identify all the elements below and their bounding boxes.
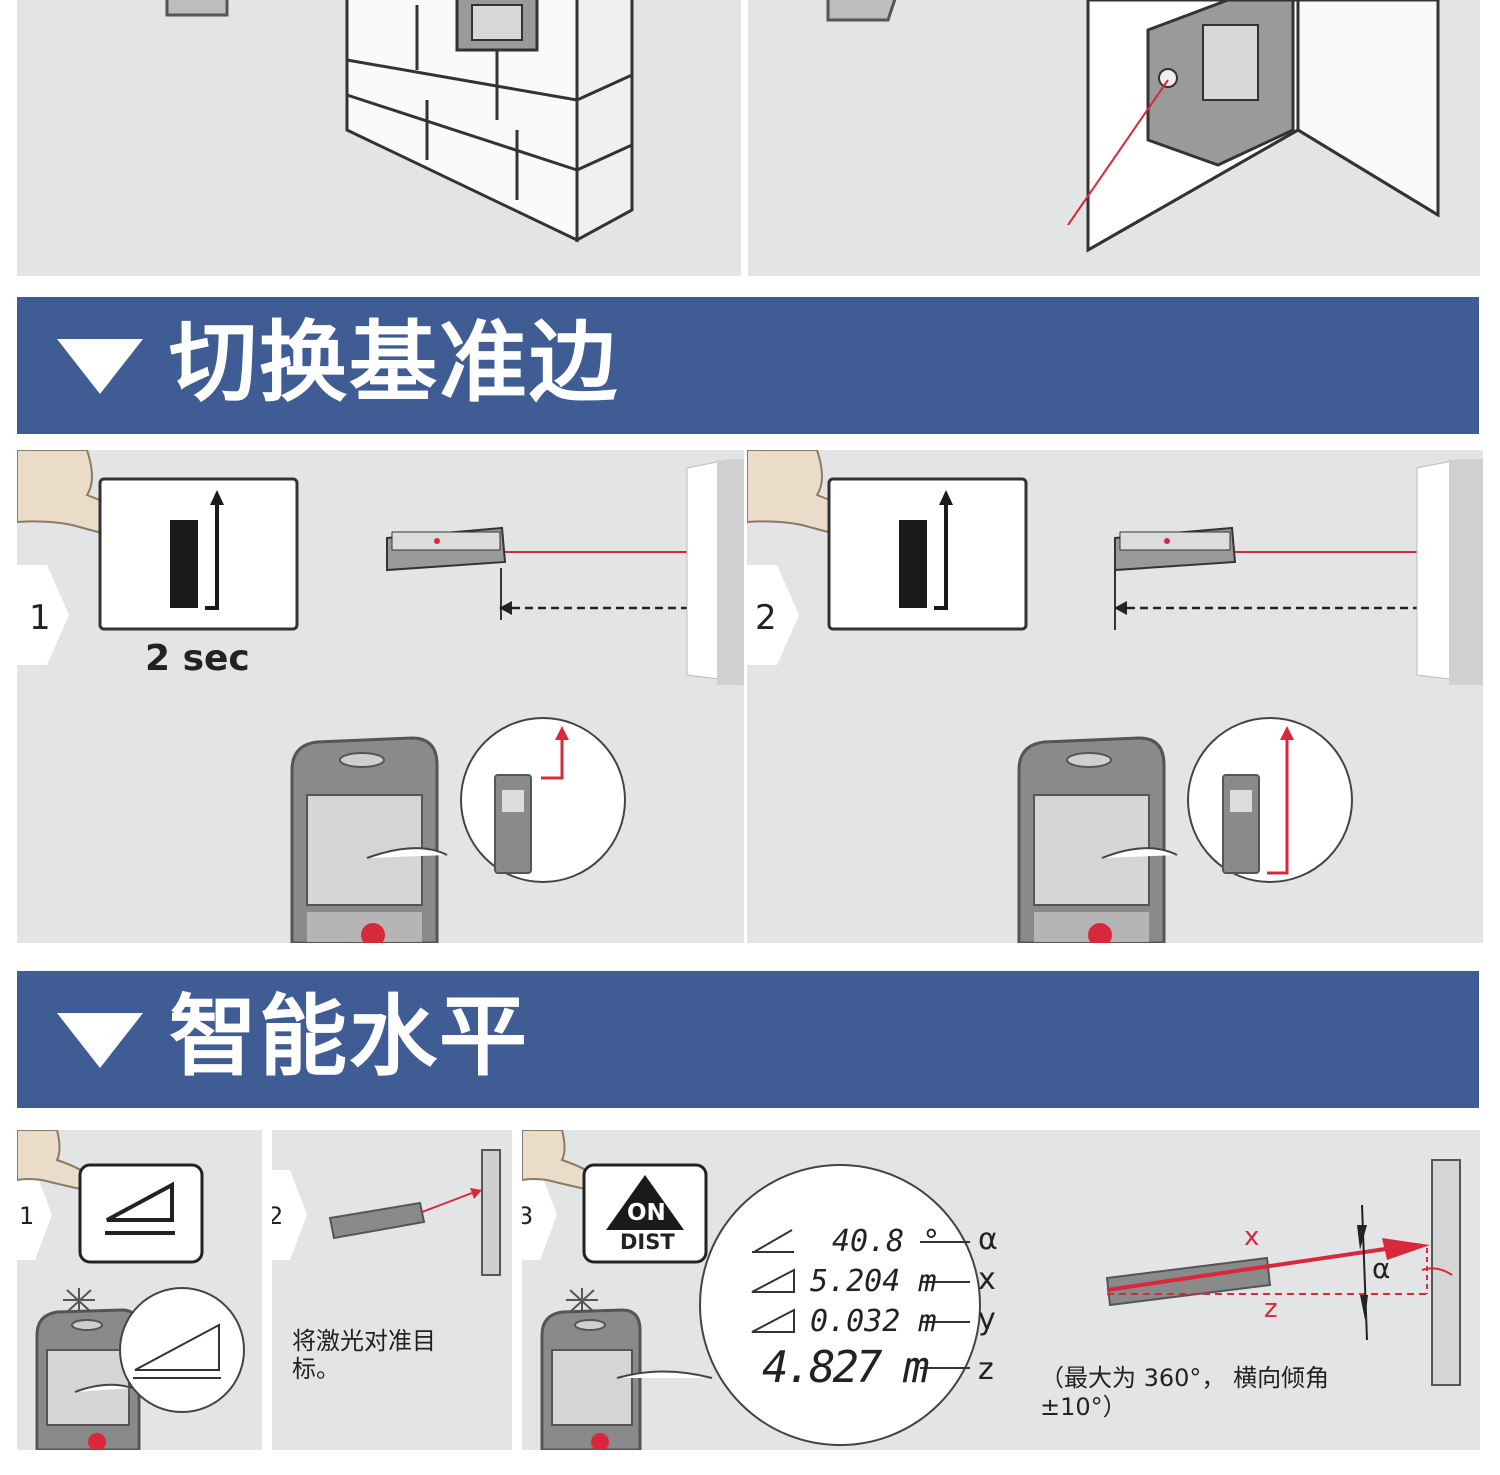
triangle-angle-icon — [105, 1181, 175, 1235]
device-front-icon — [1017, 736, 1166, 943]
brick-wall-illustration — [165, 0, 634, 243]
switch-step-2-panel: 2 — [747, 450, 1483, 943]
zoom-callout — [119, 1287, 245, 1413]
device-side-icon — [386, 526, 507, 572]
step-number: 2 — [272, 1202, 284, 1230]
top-panel-right — [748, 0, 1480, 276]
step-tab — [272, 1170, 307, 1260]
horizontal-angle-diagram — [1105, 1159, 1461, 1386]
reading-y-value: 0.032 m — [810, 1304, 937, 1339]
reference-edge-icon — [899, 490, 953, 610]
diagram-z-label: z — [1264, 1294, 1278, 1324]
range-note-line1: （最大为 360°， 横向倾角 — [1040, 1364, 1330, 1392]
smart-step-3-panel: 3 ON DIST 40.8 ° α 5.204 m x 0.032 m y 4… — [522, 1130, 1480, 1450]
step-tab — [747, 565, 799, 665]
step-number: 2 — [755, 598, 777, 638]
reference-key — [827, 477, 1028, 631]
reading-x-var: x — [978, 1262, 996, 1297]
diagram-alpha-label: α — [1372, 1252, 1391, 1285]
on-triangle-icon — [606, 1175, 684, 1230]
triangle-down-icon — [57, 1013, 143, 1068]
device-front-icon — [290, 736, 439, 943]
reading-x-value: 5.204 m — [810, 1264, 937, 1299]
step-caption: 将激光对准目标。 — [292, 1327, 436, 1383]
triangle-down-icon — [57, 339, 143, 394]
step-tab — [17, 565, 69, 665]
smart-horizontal-key — [78, 1163, 204, 1264]
section-title: 切换基准边 — [169, 311, 620, 414]
step-number: 1 — [29, 598, 51, 638]
hold-duration-label: 2 sec — [145, 638, 250, 679]
switch-step-1-panel: 1 2 sec — [17, 450, 744, 943]
angle-icon — [752, 1229, 794, 1253]
on-label: ON — [627, 1200, 666, 1226]
reading-angle-value: 40.8 ° — [832, 1224, 941, 1259]
step-number: 1 — [19, 1202, 35, 1230]
range-note-line2: ±10°） — [1040, 1393, 1127, 1421]
device-aim-icon — [328, 1201, 426, 1240]
section-title: 智能水平 — [169, 985, 530, 1088]
reference-edge-icon — [170, 490, 224, 610]
corner-measure-illustration — [826, 0, 1440, 253]
smart-step-2-panel: 2 将激光对准目标。 — [272, 1130, 512, 1450]
diagram-x-label: x — [1244, 1222, 1260, 1252]
section-banner-switch-reference: 切换基准边 — [17, 297, 1479, 434]
zoom-callout — [1187, 717, 1353, 883]
top-panel-left — [17, 0, 741, 276]
reading-z-var: z — [978, 1352, 994, 1387]
triangle-y-icon — [751, 1308, 795, 1333]
dist-label: DIST — [620, 1230, 675, 1254]
step-tab — [17, 1170, 52, 1260]
reference-key — [98, 477, 299, 631]
display-callout — [699, 1164, 981, 1446]
step-number: 3 — [522, 1202, 534, 1230]
reading-angle-var: α — [978, 1222, 998, 1257]
triangle-x-icon — [751, 1268, 795, 1293]
step-tab — [522, 1170, 557, 1260]
zoom-callout — [460, 717, 626, 883]
reading-y-var: y — [978, 1302, 996, 1337]
device-front-icon — [540, 1308, 642, 1450]
smart-step-1-panel: 1 — [17, 1130, 262, 1450]
reading-z-value: 4.827 m — [762, 1342, 929, 1393]
device-side-icon — [1114, 526, 1237, 572]
section-banner-smart-horizontal: 智能水平 — [17, 971, 1479, 1108]
